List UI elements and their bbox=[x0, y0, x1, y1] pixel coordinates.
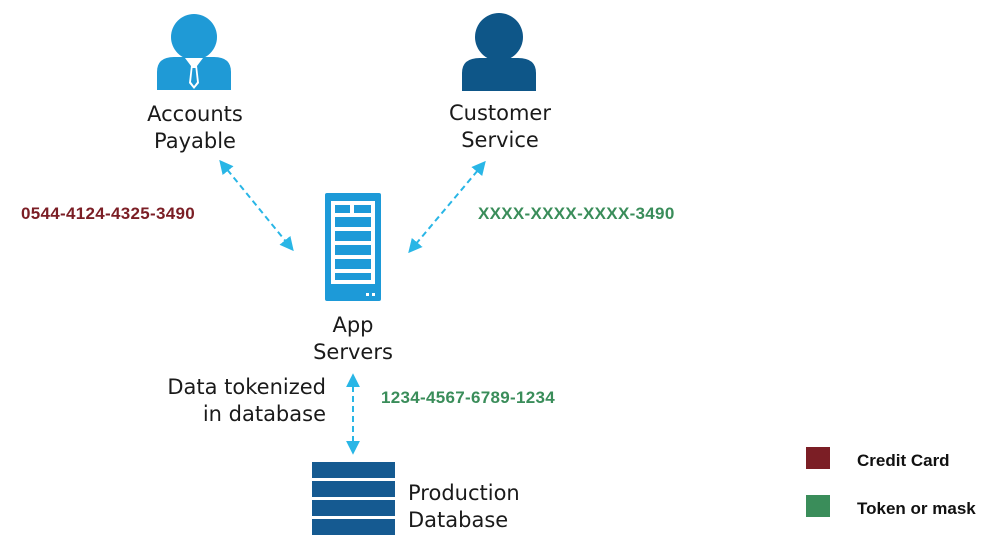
legend-token-swatch bbox=[806, 495, 830, 517]
app-servers-line2: Servers bbox=[313, 340, 393, 364]
accounts-payable-person-icon bbox=[157, 14, 231, 90]
tokenized-annotation: Data tokenized in database bbox=[140, 374, 326, 428]
masked-number: XXXX-XXXX-XXXX-3490 bbox=[478, 204, 675, 223]
customer-service-label: Customer Service bbox=[430, 100, 570, 154]
app-servers-line1: App bbox=[332, 313, 374, 337]
credit-card-number: 0544-4124-4325-3490 bbox=[21, 204, 195, 223]
app-servers-label: App Servers bbox=[293, 312, 413, 366]
production-database-line1: Production bbox=[408, 481, 520, 505]
tokenized-line1: Data tokenized bbox=[167, 375, 326, 399]
production-database-icon bbox=[312, 462, 395, 535]
customer-service-person-icon bbox=[462, 13, 536, 91]
app-server-icon bbox=[325, 193, 381, 301]
legend-credit-card-swatch bbox=[806, 447, 830, 469]
arrow-accounts-to-app bbox=[219, 159, 294, 252]
customer-service-line1: Customer bbox=[448, 101, 551, 125]
accounts-payable-line1: Accounts bbox=[147, 102, 243, 126]
legend-credit-card-label: Credit Card bbox=[857, 451, 950, 470]
production-database-line2: Database bbox=[408, 508, 509, 532]
accounts-payable-label: Accounts Payable bbox=[125, 101, 265, 155]
accounts-payable-line2: Payable bbox=[154, 129, 236, 153]
token-number: 1234-4567-6789-1234 bbox=[381, 388, 555, 407]
legend-token-label: Token or mask bbox=[857, 499, 976, 518]
arrow-customer-to-app bbox=[408, 160, 486, 254]
customer-service-line2: Service bbox=[461, 128, 539, 152]
production-database-label: Production Database bbox=[408, 480, 520, 534]
tokenized-line2: in database bbox=[202, 402, 326, 426]
